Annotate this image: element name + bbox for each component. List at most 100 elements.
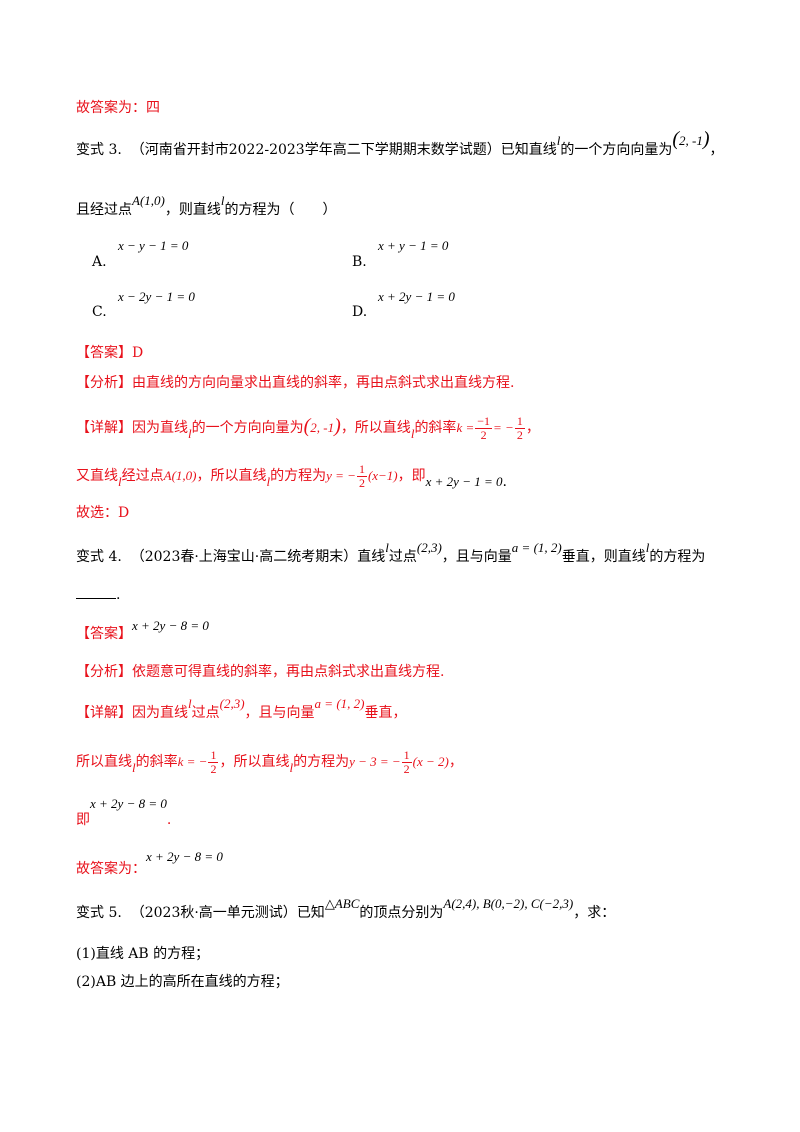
detail-line-3: 即x + 2y − 8 = 0. — [76, 796, 171, 828]
equation-part: y = − — [326, 468, 356, 483]
var-l: l — [410, 426, 415, 441]
problem-source: （2023春·上海宝山·高二统考期末） — [130, 549, 358, 565]
var-l: l — [385, 540, 389, 555]
analysis-text: 【分析】由直线的方向向量求出直线的斜率，再由点斜式求出直线方程. — [76, 375, 515, 391]
analysis-line: 【分析】依题意可得直线的斜率，再由点斜式求出直线方程. — [76, 662, 444, 682]
frac-num: 1 — [208, 747, 219, 763]
period: . — [502, 474, 507, 490]
answer-blank[interactable] — [76, 584, 116, 599]
stem-text: ，且与向量 — [441, 549, 512, 565]
equals: = − — [493, 420, 514, 435]
answer-text: 故答案为：四 — [76, 100, 160, 116]
detail-text: 的斜率 — [135, 754, 178, 770]
final-label: 故答案为： — [76, 861, 146, 877]
frac-num: 1 — [514, 413, 525, 429]
detail-text: 经过点 — [121, 468, 164, 484]
detail-text: 所以直线 — [76, 754, 132, 770]
frac-den: 2 — [480, 427, 487, 442]
option-b-label: B. — [352, 254, 367, 270]
problem-3-stem-2: 且经过点A(1,0)，则直线l的方程为（ ） — [76, 193, 337, 220]
final-expr: x + 2y − 8 = 0 — [146, 849, 223, 864]
detail-text: 过点 — [191, 705, 220, 721]
frac-den: 2 — [210, 761, 217, 776]
problem-label: 变式 4. — [76, 549, 122, 565]
point-a: A(1,0) — [163, 468, 197, 483]
problem-source: （2023秋·高一单元测试） — [130, 905, 297, 921]
equation-part: (x − 2) — [412, 754, 449, 769]
var-l: l — [188, 696, 192, 711]
problem-label: 变式 5. — [76, 905, 122, 921]
result-equation: x + 2y − 8 = 0 — [90, 796, 167, 811]
var-l: l — [188, 426, 192, 441]
detail-text: ，所以直线 — [219, 754, 290, 770]
choose-text: 故选：D — [76, 505, 130, 521]
frac-num: 1 — [356, 461, 367, 477]
frac-num: −1 — [475, 413, 493, 429]
vector-a: a = (1, 2) — [314, 696, 365, 711]
stem-text: 的顶点分别为 — [359, 905, 444, 921]
detail-text: 的斜率 — [414, 420, 457, 436]
frac-den: 2 — [516, 427, 523, 442]
sub-question-text: (1)直线 AB 的方程； — [76, 946, 210, 962]
sub-question-2: (2)AB 边上的高所在直线的方程； — [76, 972, 289, 992]
stem-text: ，求： — [573, 905, 616, 921]
answer-label: 【答案】 — [76, 626, 132, 642]
analysis-line: 【分析】由直线的方向向量求出直线的斜率，再由点斜式求出直线方程. — [76, 373, 514, 393]
point-a: A(1,0) — [132, 193, 165, 208]
point: (2,3) — [219, 696, 245, 711]
answer-blank-line: . — [76, 584, 120, 605]
stem-text: 的方程为 — [649, 549, 706, 565]
stem-text: 且经过点 — [76, 202, 132, 218]
answer-text: 【答案】D — [76, 345, 144, 361]
option-d[interactable]: x + 2y − 1 = 0 — [378, 289, 455, 304]
direction-vector: 2, -1 — [310, 420, 335, 435]
problem-source: （河南省开封市2022-2023学年高二下学期期末数学试题） — [130, 142, 501, 158]
option-a[interactable]: x − y − 1 = 0 — [118, 238, 189, 253]
problem-label: 变式 3. — [76, 142, 122, 158]
problem-3-stem: 变式 3. （河南省开封市2022-2023学年高二下学期期末数学试题）已知直线… — [76, 128, 724, 158]
detail-text: 【详解】因为直线 — [76, 420, 188, 436]
detail-text: 垂直， — [364, 705, 407, 721]
stem-text: ，则直线 — [164, 202, 221, 218]
stem-text: 直线 — [357, 549, 386, 565]
option-d-label: D. — [352, 304, 368, 320]
choose-line: 故选：D — [76, 503, 129, 523]
option-c[interactable]: x − 2y − 1 = 0 — [118, 289, 195, 304]
detail-line: 【详解】因为直线l过点(2,3)，且与向量a = (1, 2)垂直， — [76, 696, 407, 726]
detail-text: ，即 — [397, 468, 426, 484]
equation-part: y − 3 = − — [349, 754, 401, 769]
stem-text: 的方程为（ ） — [224, 202, 337, 218]
detail-text: 的方程为 — [293, 754, 350, 770]
var-l: l — [289, 760, 294, 775]
detail-text: ，且与向量 — [244, 705, 315, 721]
direction-vector: 2, -1 — [679, 133, 703, 148]
detail-text: ，所以直线 — [196, 468, 267, 484]
var-l: l — [132, 760, 136, 775]
equation-part: (x−1) — [367, 468, 398, 483]
option-a-label: A. — [92, 254, 107, 270]
answer-line: 故答案为：四 — [76, 98, 160, 118]
detail-text: 的方程为 — [270, 468, 327, 484]
frac-den: 2 — [358, 475, 365, 490]
stem-text: 的一个方向向量为 — [560, 142, 673, 158]
problem-5-stem: 变式 5. （2023秋·高一单元测试）已知△ABC的顶点分别为A(2,4), … — [76, 896, 616, 926]
option-b[interactable]: x + y − 1 = 0 — [378, 238, 449, 253]
stem-text: 已知 — [296, 905, 325, 921]
answer-line: 【答案】D — [76, 343, 143, 363]
stem-text: 已知直线 — [500, 142, 557, 158]
detail-text: ， — [448, 754, 463, 770]
problem-4-stem: 变式 4. （2023春·上海宝山·高二统考期末）直线l过点(2,3)，且与向量… — [76, 540, 706, 570]
detail-text: ， — [525, 420, 540, 436]
detail-text: 的一个方向向量为 — [191, 420, 304, 436]
point: (2,3) — [416, 540, 442, 555]
var-l: l — [266, 474, 271, 489]
option-c-label: C. — [92, 304, 107, 320]
vertices: A(2,4), B(0,−2), C(−2,3) — [443, 896, 574, 911]
